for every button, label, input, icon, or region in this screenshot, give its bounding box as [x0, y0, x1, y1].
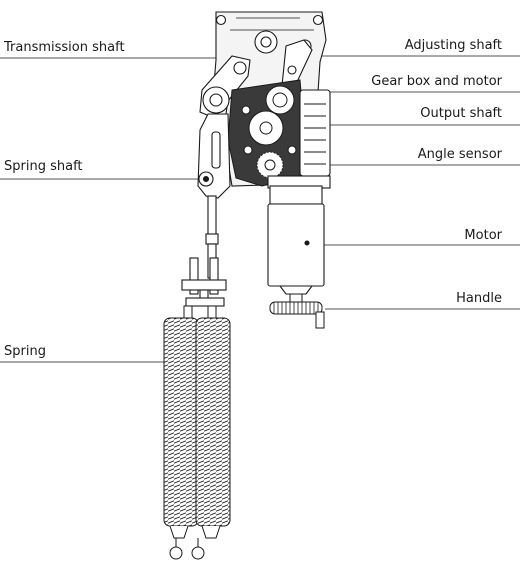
spring-shaft-link [197, 113, 231, 279]
label-gear-box-motor: Gear box and motor [371, 74, 502, 89]
springs [163, 305, 231, 560]
label-motor: Motor [464, 228, 502, 243]
spring-yoke [181, 257, 227, 307]
label-spring-shaft: Spring shaft [4, 159, 83, 174]
handle-knob[interactable] [269, 293, 325, 329]
label-output-shaft: Output shaft [420, 106, 502, 121]
label-adjusting-shaft: Adjusting shaft [404, 38, 502, 53]
transmission-arm [199, 55, 251, 119]
motor-body [267, 185, 325, 295]
label-spring: Spring [4, 344, 46, 359]
motor-gear-housing [267, 89, 331, 189]
adjusting-link [281, 39, 313, 87]
label-handle: Handle [456, 291, 502, 306]
label-transmission-shaft: Transmission shaft [4, 40, 125, 55]
label-angle-sensor: Angle sensor [417, 147, 502, 162]
